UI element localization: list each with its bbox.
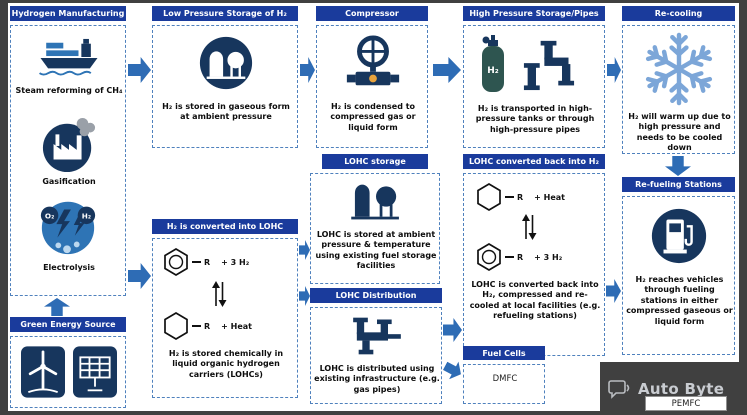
low-pressure-storage-title: Low Pressure Storage of H₂ (152, 6, 298, 21)
bond-line (192, 325, 201, 327)
hydrogen-manufacturing-title: Hydrogen Manufacturing (10, 6, 126, 21)
high-pressure-description: H₂ is transported in high-pressure tanks… (475, 104, 595, 134)
green-energy-panel (10, 336, 126, 408)
dehydrogenation-top-row: R + Heat (476, 182, 565, 212)
lohc-distribution-description: LOHC is distributed using existing infra… (314, 364, 440, 394)
benzene-ring-icon (477, 243, 501, 271)
high-pressure-panel: H₂ H₂ is transported in high-pressure ta… (463, 25, 605, 148)
lohc-conversion-description: H₂ is stored chemically in liquid organi… (168, 349, 284, 379)
fuel-cell-option-dmfc: DMFC (492, 374, 518, 384)
cyclohexane-ring-icon (164, 312, 188, 340)
distribution-pipes-icon (353, 317, 401, 355)
wind-turbine-icon (21, 346, 65, 398)
lohc-reconversion-title: LOHC converted back into H₂ (463, 154, 605, 169)
high-pressure-title: High Pressure Storage/Pipes (463, 6, 605, 21)
compressor-valve-icon (346, 35, 400, 86)
cyclohexane-ring-icon (477, 183, 501, 211)
fuel-cell-option-pemfc: PEMFC (645, 396, 727, 411)
storage-tank-icon (199, 36, 253, 90)
hydrogenation-top-row: R + 3 H₂ (163, 247, 249, 277)
reaction-addend: + Heat (534, 192, 566, 202)
method-steam-reforming-label: Steam reforming of CH₄ (15, 86, 123, 95)
bond-line (192, 261, 201, 263)
fuel-tanks-icon (351, 184, 399, 220)
substituent-label: R (204, 257, 211, 267)
fuel-pump-icon (651, 208, 707, 264)
electrolysis-icon: O₂ H₂ (40, 201, 96, 255)
low-pressure-storage-description: H₂ is stored in gaseous form at ambient … (162, 102, 290, 122)
bond-line (505, 256, 514, 258)
lohc-storage-title: LOHC storage (322, 154, 428, 169)
reaction-addend: + Heat (221, 321, 253, 331)
hydrogen-manufacturing-panel: Steam reforming of CH₄ Gasification O₂ H… (10, 25, 126, 296)
lohc-reconversion-description: LOHC is converted back into H₂, compress… (469, 280, 601, 321)
fuel-cells-title: Fuel Cells (463, 346, 545, 360)
speech-bubble-icon (608, 379, 630, 399)
compressor-description: H₂ is condensed to compressed gas or liq… (330, 102, 416, 132)
reaction-addend: + 3 H₂ (534, 252, 563, 262)
low-pressure-storage-panel: H₂ is stored in gaseous form at ambient … (152, 25, 298, 148)
equilibrium-arrows-icon (522, 214, 537, 240)
method-gasification-label: Gasification (42, 177, 96, 186)
lohc-storage-panel: LOHC is stored at ambient pressure & tem… (310, 173, 440, 284)
lohc-storage-description: LOHC is stored at ambient pressure & tem… (315, 230, 437, 271)
h2-bubble-label: H₂ (82, 211, 91, 220)
lohc-distribution-title: LOHC Distribution (310, 288, 442, 303)
tanker-ship-icon (38, 38, 98, 76)
solar-panel-icon (73, 346, 117, 398)
method-electrolysis-label: Electrolysis (43, 263, 95, 272)
benzene-ring-icon (164, 248, 188, 276)
arrow-conversion-to-distribution (299, 286, 310, 306)
hydrogenation-bottom-row: R + Heat (163, 311, 252, 341)
lohc-conversion-title: H₂ is converted into LOHC (152, 219, 298, 234)
lohc-reconversion-panel: R + Heat R + 3 H₂ LOHC is converted back… (463, 173, 605, 356)
h2-cylinder-icon: H₂ (482, 35, 504, 92)
substituent-label: R (204, 321, 211, 331)
substituent-label: R (517, 252, 524, 262)
refueling-description: H₂ reaches vehicles through fueling stat… (626, 275, 733, 326)
lohc-conversion-panel: R + 3 H₂ R + Heat H₂ is stored chemicall… (152, 238, 298, 398)
lohc-distribution-panel: LOHC is distributed using existing infra… (310, 307, 442, 404)
o2-bubble-label: O₂ (45, 211, 54, 220)
bond-line (505, 196, 514, 198)
snowflake-icon (642, 32, 716, 106)
refueling-title: Re-fueling Stations (622, 177, 735, 192)
gasification-factory-icon (42, 117, 96, 173)
cylinder-h2-label: H₂ (487, 66, 499, 76)
equilibrium-arrows-icon (212, 281, 227, 307)
compressor-title: Compressor (316, 6, 428, 21)
watermark-text: Auto Byte (638, 379, 725, 398)
dehydrogenation-bottom-row: R + 3 H₂ (476, 242, 562, 272)
high-pressure-pipes-icon (523, 40, 575, 91)
arrow-conversion-to-storage (299, 240, 310, 260)
green-energy-title: Green Energy Source (10, 317, 126, 332)
substituent-label: R (517, 192, 524, 202)
reaction-addend: + 3 H₂ (221, 257, 250, 267)
refueling-panel: H₂ reaches vehicles through fueling stat… (622, 196, 735, 355)
fuel-cells-panel: DMFC (463, 364, 545, 404)
recooling-title: Re-cooling (622, 6, 735, 21)
recooling-description: H₂ will warm up due to high pressure and… (628, 112, 731, 153)
recooling-panel: H₂ will warm up due to high pressure and… (622, 25, 735, 154)
compressor-panel: H₂ is condensed to compressed gas or liq… (316, 25, 428, 148)
